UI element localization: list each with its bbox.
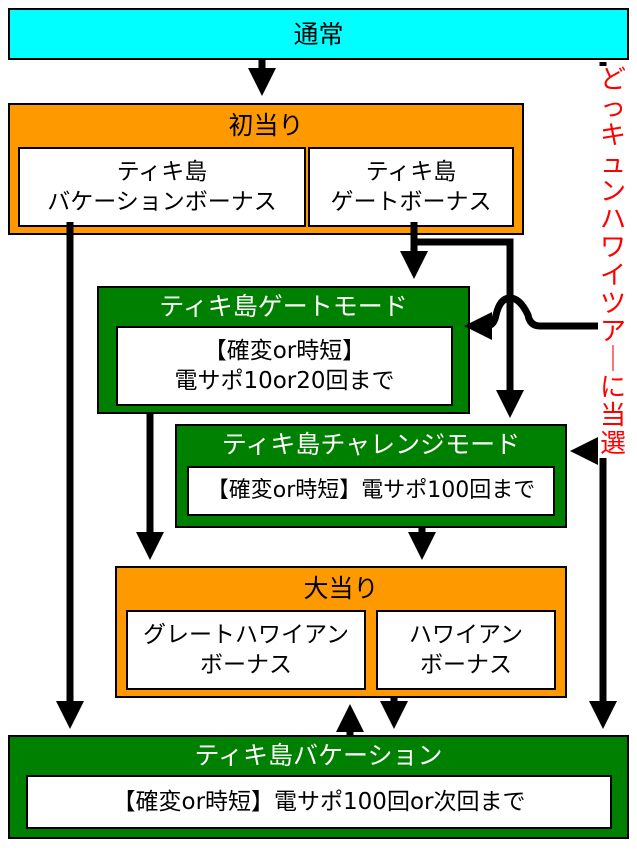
arrow-gate-bonus-to-challenge — [414, 238, 524, 418]
side-label-char: ｜ — [599, 345, 626, 375]
node-big-hit: 大当り グレートハワイアン ボーナス ハワイアン ボーナス — [115, 566, 567, 698]
side-label-char: ン — [599, 177, 626, 207]
hawaiian-bonus-line2: ボーナス — [420, 652, 512, 678]
gate-mode-body: 【確変or時短】 電サポ10or20回まで — [116, 326, 453, 406]
vacation-bonus-line2: バケーションボーナス — [47, 189, 277, 215]
side-label-char: キ — [599, 121, 626, 151]
challenge-mode-body: 【確変or時短】電サポ100回まで — [187, 466, 555, 516]
side-label-char: に — [599, 373, 626, 403]
gate-bonus-line1: ティキ島 — [365, 159, 457, 185]
side-label-char: イ — [599, 261, 626, 291]
great-bonus-line2: ボーナス — [200, 652, 292, 678]
hawaiian-bonus-box: ハワイアン ボーナス — [376, 610, 556, 690]
side-label-char: ツ — [599, 289, 626, 319]
node-gate-mode: ティキ島ゲートモード 【確変or時短】 電サポ10or20回まで — [97, 286, 470, 414]
vacation-bonus-line1: ティキ島 — [116, 159, 208, 185]
node-big-hit-title: 大当り — [303, 574, 379, 603]
side-label-char: ハ — [599, 205, 626, 235]
great-bonus-box: グレートハワイアン ボーナス — [126, 610, 366, 690]
node-normal: 通常 — [8, 8, 629, 60]
side-label-char: っ — [599, 93, 626, 123]
node-first-hit: 初当り ティキ島 バケーションボーナス ティキ島 ゲートボーナス — [8, 103, 524, 235]
vacation-body: 【確変or時短】電サポ100回or次回まで — [26, 775, 612, 829]
side-label-tour: どっキュンハワイツア｜に当選 — [598, 66, 628, 458]
side-label-char: ア — [599, 317, 626, 347]
gate-bonus-line2: ゲートボーナス — [330, 189, 492, 215]
side-label-char: ど — [599, 65, 626, 95]
vacation-bonus-box: ティキ島 バケーションボーナス — [18, 147, 306, 227]
vacation-line1: 【確変or時短】電サポ100回or次回まで — [112, 789, 526, 815]
node-first-hit-title: 初当り — [228, 111, 304, 140]
node-gate-mode-title: ティキ島ゲートモード — [159, 292, 408, 321]
node-vacation-title: ティキ島バケーション — [194, 741, 443, 770]
arrow-tour-to-gate-mode — [464, 294, 603, 340]
hawaiian-bonus-line1: ハワイアン — [408, 622, 524, 648]
gate-mode-line1: 【確変or時短】 — [203, 338, 366, 364]
side-label-char: 当 — [599, 401, 626, 431]
node-challenge-mode: ティキ島チャレンジモード 【確変or時短】電サポ100回まで — [175, 424, 567, 528]
great-bonus-line1: グレートハワイアン — [142, 622, 350, 648]
node-vacation: ティキ島バケーション 【確変or時短】電サポ100回or次回まで — [8, 735, 629, 839]
node-normal-title: 通常 — [293, 20, 344, 49]
side-label-char: ュ — [599, 149, 626, 179]
challenge-mode-line1: 【確変or時短】電サポ100回まで — [206, 478, 536, 503]
side-label-char: 選 — [599, 429, 626, 459]
side-label-char: ワ — [599, 233, 626, 263]
node-challenge-mode-title: ティキ島チャレンジモード — [221, 430, 521, 459]
gate-mode-line2: 電サポ10or20回まで — [174, 368, 395, 394]
